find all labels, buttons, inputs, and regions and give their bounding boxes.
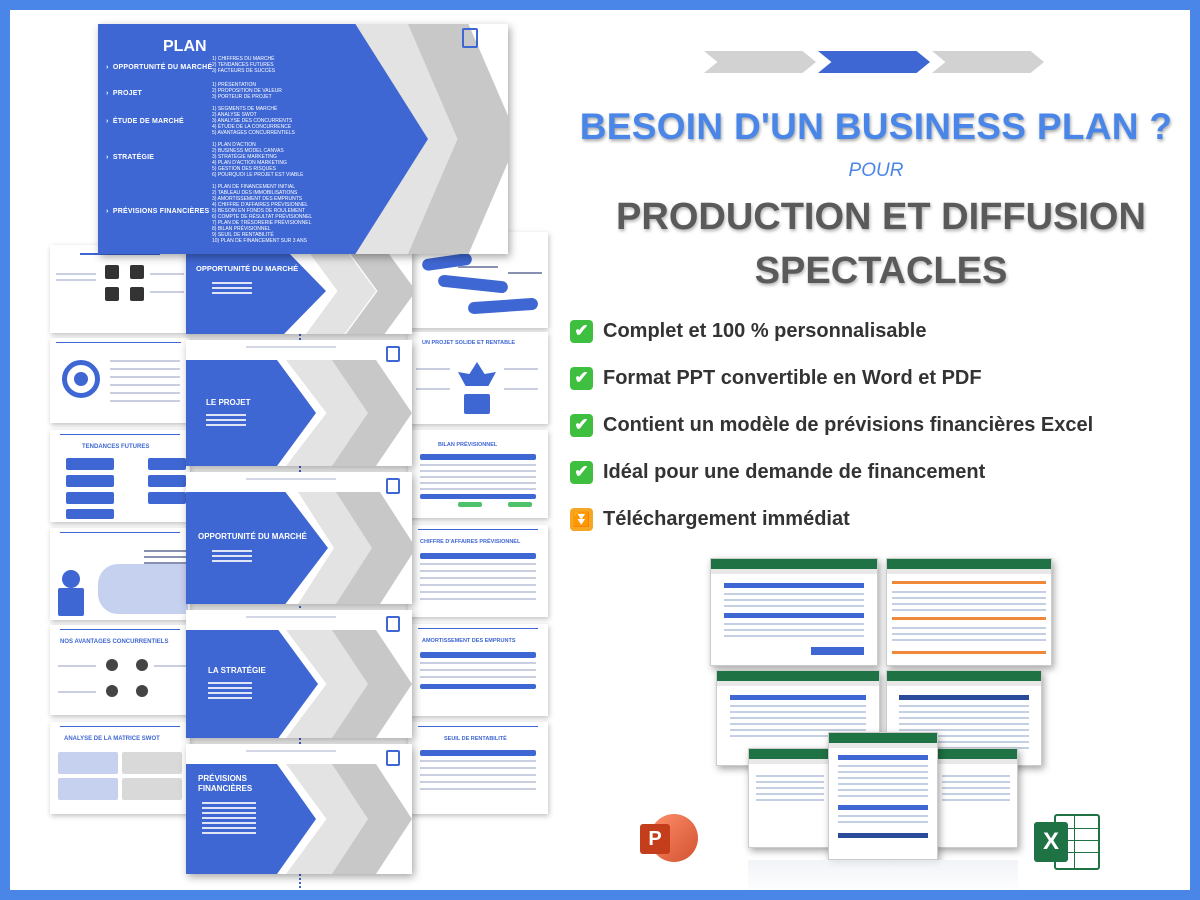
slide-thumb-icons <box>50 245 190 333</box>
slide-thumb-seuil: SEUIL DE RENTABILITÉ <box>408 722 548 814</box>
feature-text: Contient un modèle de prévisions financi… <box>603 413 1094 436</box>
decor-chevron-left <box>704 51 816 73</box>
spreadsheet-preview <box>748 748 832 848</box>
feature-text: Format PPT convertible en Word et PDF <box>603 366 982 389</box>
spreadsheet-preview <box>710 558 878 666</box>
slide-title: AMORTISSEMENT DES EMPRUNTS <box>422 638 516 644</box>
plan-section-label: › OPPORTUNITÉ DU MARCHÉ <box>106 64 213 71</box>
slide-thumb-avantages: NOS AVANTAGES CONCURRENTIELS <box>50 625 190 715</box>
decor-chevron-middle <box>818 51 930 73</box>
slide-title: BILAN PRÉVISIONNEL <box>438 442 498 448</box>
slide-thumb-bilan: BILAN PRÉVISIONNEL <box>408 430 548 518</box>
slide-thumb-ca: CHIFFRE D'AFFAIRES PRÉVISIONNEL <box>408 525 548 617</box>
spreadsheet-preview <box>828 732 938 860</box>
plan-slide: PLAN › OPPORTUNITÉ DU MARCHÉ 1) CHIFFRES… <box>98 24 508 254</box>
slide-title: SEUIL DE RENTABILITÉ <box>444 736 507 742</box>
decor-chevron-right <box>932 51 1044 73</box>
excel-icon: X <box>1034 810 1102 874</box>
slide-thumb-speaker <box>50 528 190 620</box>
check-mark-icon: ✔ <box>570 413 593 437</box>
slide-title: TENDANCES FUTURES <box>82 444 150 450</box>
slide-thumb-target <box>50 338 190 423</box>
subtitle-line-2: SPECTACLES <box>754 250 1008 292</box>
subtitle-line-1: PRODUCTION ET DIFFUSION <box>616 196 1146 238</box>
feature-item: ✔ Complet et 100 % personnalisable <box>570 318 926 344</box>
plan-section-label: › PROJET <box>106 90 143 97</box>
slide-thumb-tendances: TENDANCES FUTURES <box>50 430 190 522</box>
double-down-arrow-icon: ⏬ <box>570 507 593 531</box>
connector-text: POUR <box>848 160 904 181</box>
section-slide-opportunite-1: OPPORTUNITÉ DU MARCHÉ <box>186 248 412 334</box>
spreadsheet-preview <box>886 558 1052 666</box>
section-slide-previsions: PRÉVISIONS FINANCIÈRES <box>186 744 412 874</box>
powerpoint-icon: P <box>640 810 698 868</box>
plan-section-label: › STRATÉGIE <box>106 154 155 161</box>
feature-item: ✔ Idéal pour une demande de financement <box>570 459 985 485</box>
headline: BESOIN D'UN BUSINESS PLAN ? <box>579 106 1173 147</box>
spreadsheet-preview <box>934 748 1018 848</box>
feature-text: Complet et 100 % personnalisable <box>603 319 927 342</box>
slide-title: UN PROJET SOLIDE ET RENTABLE <box>422 340 516 346</box>
section-slide-projet: LE PROJET <box>186 340 412 466</box>
slide-title: ANALYSE DE LA MATRICE SWOT <box>64 736 160 742</box>
feature-item: ⏬ Téléchargement immédiat <box>570 506 850 532</box>
plan-title: PLAN <box>163 38 207 55</box>
check-mark-icon: ✔ <box>570 460 593 484</box>
feature-text: Idéal pour une demande de financement <box>603 460 986 483</box>
plan-section-label: › PRÉVISIONS FINANCIÈRES <box>106 208 210 215</box>
section-slide-strategie: LA STRATÉGIE <box>186 610 412 738</box>
section-slide-title: OPPORTUNITÉ DU MARCHÉ <box>198 532 307 541</box>
section-slide-title: OPPORTUNITÉ DU MARCHÉ <box>196 264 299 273</box>
feature-item: ✔ Contient un modèle de prévisions finan… <box>570 412 1093 438</box>
slide-title: NOS AVANTAGES CONCURRENTIELS <box>60 639 169 645</box>
reflection <box>748 860 1018 890</box>
slide-thumb-projet-solide: UN PROJET SOLIDE ET RENTABLE <box>408 332 548 424</box>
feature-text: Téléchargement immédiat <box>603 507 850 530</box>
slide-thumb-amortissement: AMORTISSEMENT DES EMPRUNTS <box>408 624 548 716</box>
section-slide-opportunite-2: OPPORTUNITÉ DU MARCHÉ <box>186 472 412 604</box>
plan-section-label: › ÉTUDE DE MARCHÉ <box>106 118 184 125</box>
slide-title: CHIFFRE D'AFFAIRES PRÉVISIONNEL <box>420 539 521 545</box>
check-mark-icon: ✔ <box>570 319 593 343</box>
section-slide-title: PRÉVISIONS FINANCIÈRES <box>198 774 253 793</box>
feature-item: ✔ Format PPT convertible en Word et PDF <box>570 365 982 391</box>
section-slide-title: LA STRATÉGIE <box>208 666 266 675</box>
slide-thumb-swot: ANALYSE DE LA MATRICE SWOT <box>50 722 190 814</box>
check-mark-icon: ✔ <box>570 366 593 390</box>
section-slide-title: LE PROJET <box>206 398 251 407</box>
